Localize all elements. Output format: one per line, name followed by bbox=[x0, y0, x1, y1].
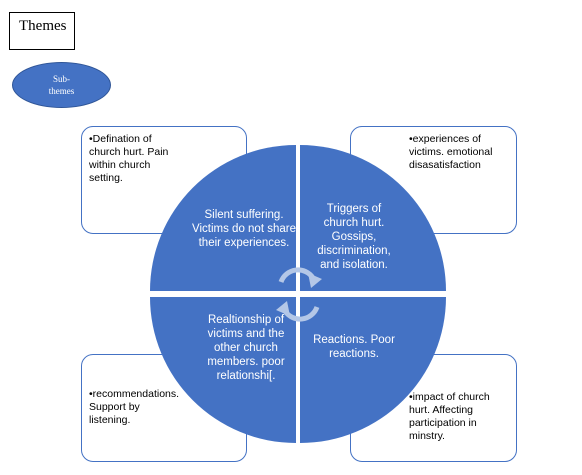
page-title-text: Themes bbox=[19, 18, 67, 34]
note-text-bottom-left: •recommendations. Support by listening. bbox=[89, 388, 180, 426]
quadrant-text-top-left: Silent suffering. Victims do not share t… bbox=[192, 209, 296, 249]
page-title: Themes bbox=[9, 12, 75, 50]
quadrant-text-bottom-right: Reactions. Poor reactions. bbox=[313, 334, 395, 360]
quadrant-bottom-right bbox=[300, 297, 446, 443]
note-text-bottom-right: •impact of church hurt. Affecting partic… bbox=[409, 391, 490, 442]
note-text-top-left: •Defination of church hurt. Pain within … bbox=[89, 133, 169, 184]
subthemes-label: Sub-themes bbox=[48, 74, 75, 96]
note-text-top-right: •experiences of victims. emotional disas… bbox=[409, 133, 493, 171]
quadrant-top-right bbox=[300, 145, 446, 291]
quadrant-text-top-right: Triggers of church hurt. Gossips, discri… bbox=[317, 203, 391, 271]
circular-arrows-icon bbox=[276, 267, 322, 322]
subthemes-ellipse: Sub-themes bbox=[12, 62, 111, 108]
quadrant-bottom-left bbox=[150, 297, 296, 443]
quadrant-top-left bbox=[150, 145, 296, 291]
quadrant-text-bottom-left: Realtionship of victims and the other ch… bbox=[207, 314, 285, 382]
